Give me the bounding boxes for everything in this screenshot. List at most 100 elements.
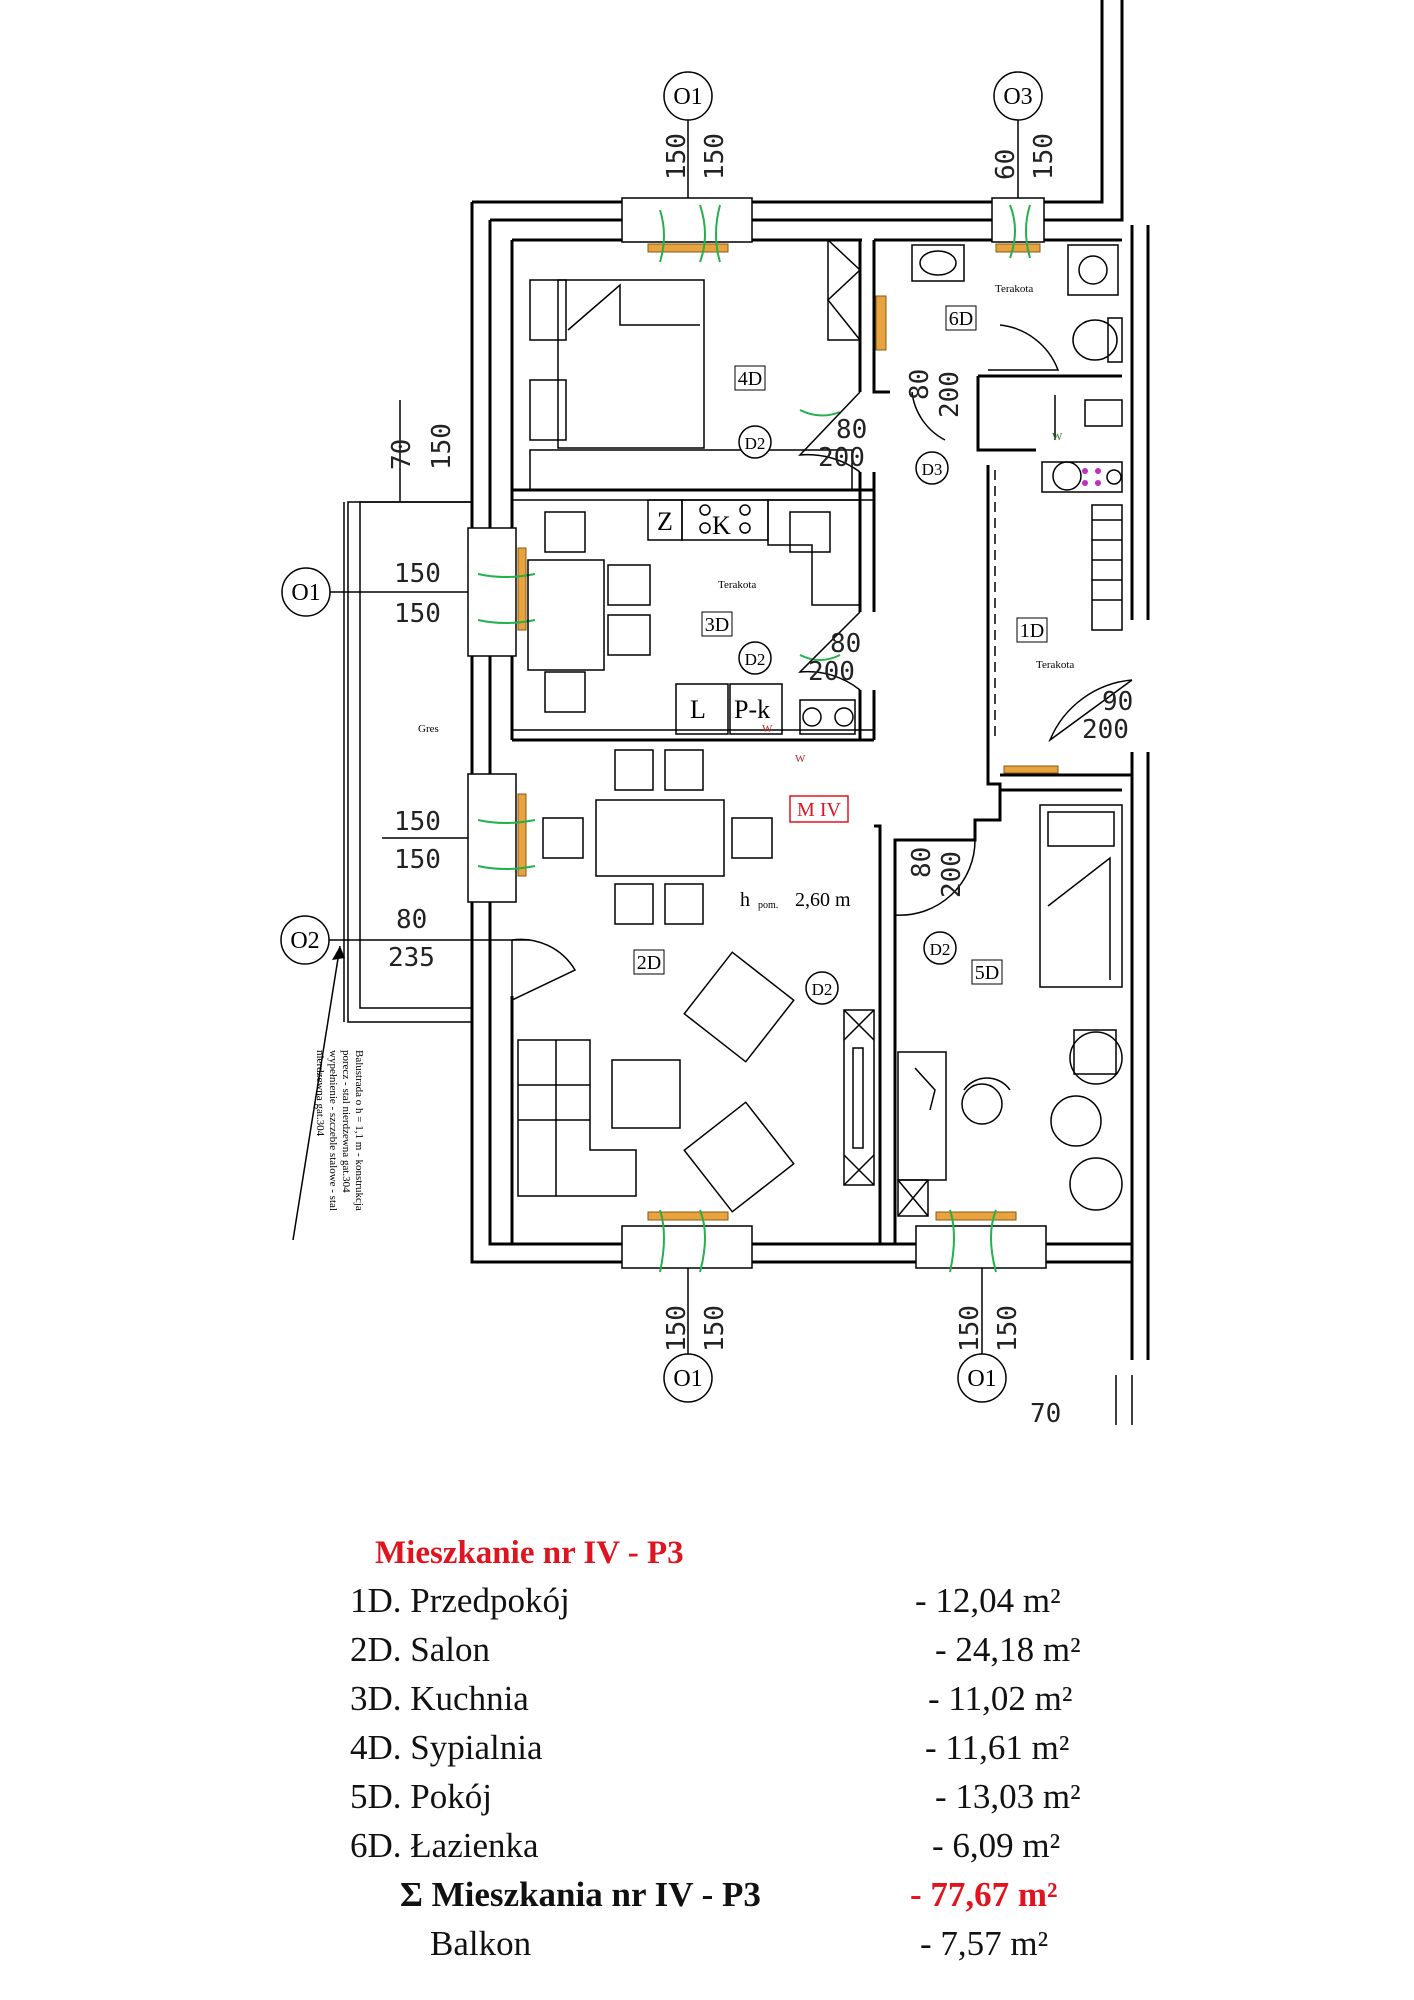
room-area: - 11,61 m² (925, 1728, 1070, 1767)
dim-d2-bedroom-a: 80 (836, 415, 867, 445)
dim-balcony-door-b: 235 (388, 943, 435, 973)
dim-left-upper-b: 150 (394, 599, 441, 629)
legend-row: 6D. Łazienka - 6,09 m² (350, 1826, 1150, 1875)
legend-title: Mieszkanie nr IV - P3 (375, 1535, 684, 1571)
window-dimension-lines (292, 108, 1019, 1354)
total-name: Σ Mieszkania nr IV - P3 (400, 1875, 761, 1914)
room-labels: 4D 6D 3D 1D 2D 5D (633, 305, 1048, 985)
legend-row: 3D. Kuchnia - 11,02 m² (350, 1679, 1150, 1728)
balustrade-line-3: wypełnienie - szczeble stalowe - stal (327, 1050, 339, 1211)
dim-left-lower-b: 150 (394, 845, 441, 875)
kitchen-furniture: Z K L P-k W W W (527, 431, 1063, 765)
height-sub: pom. (758, 900, 778, 911)
dim-bottom-left-a: 150 (662, 1305, 692, 1352)
room-area: - 24,18 m² (935, 1630, 1081, 1669)
kitchen-label-k: K (712, 511, 731, 540)
room-name: 4D. Sypialnia (350, 1728, 543, 1767)
balustrade-line-1: Balustrada o h = 1,1 m - konstrukcja (353, 1050, 365, 1211)
room-area: - 6,09 m² (932, 1826, 1061, 1865)
room-name: 5D. Pokój (350, 1777, 492, 1816)
floor-balcony: Gres (418, 723, 439, 735)
dim-entrance-a: 90 (1102, 687, 1133, 717)
mark-left-upper (281, 567, 331, 617)
kitchen-label-z: Z (657, 507, 673, 536)
balcony-name: Balkon (430, 1924, 532, 1963)
mark-top-right (993, 71, 1043, 121)
room-6d: 6D (949, 308, 973, 330)
interior-walls (510, 238, 1132, 1244)
kitchen-label-l: L (690, 695, 706, 724)
dim-d2-room-a: 80 (907, 847, 937, 878)
room-area: - 11,02 m² (928, 1679, 1073, 1718)
door-d2-room: D2 (930, 940, 951, 959)
dim-bottom-right-b: 150 (993, 1305, 1023, 1352)
door-d3-bath: D3 (922, 460, 943, 479)
legend-balcony-row: Balkon - 7,57 m² (350, 1924, 1150, 1973)
room-4d: 4D (738, 368, 762, 390)
bathroom-fixtures (911, 244, 1123, 493)
legend-total-row: Σ Mieszkania nr IV - P3 - 77,67 m² (350, 1875, 1150, 1924)
balustrade-line-4: nierdzewna gat.304 (314, 1050, 326, 1137)
window-marks: O1 O3 O1 O2 O1 O1 (280, 71, 1043, 1403)
room5-furniture (897, 804, 1123, 1217)
door-d2-bedroom: D2 (745, 434, 766, 453)
area-legend: Mieszkanie nr IV - P3 1D. Przedpokój - 1… (350, 1535, 1150, 1973)
dim-top-left-a: 150 (662, 133, 692, 180)
dim-top-right-b: 150 (1029, 133, 1059, 180)
room-name: 6D. Łazienka (350, 1826, 539, 1865)
dim-d3-a: 80 (905, 369, 935, 400)
floor-tile-hall: Terakota (1036, 659, 1074, 671)
dim-left-lower-a: 150 (394, 807, 441, 837)
dim-balcony-door-a: 80 (396, 905, 427, 935)
room-area: - 13,03 m² (935, 1777, 1081, 1816)
dim-d2-room-b: 200 (937, 851, 967, 898)
legend-row: 1D. Przedpokój - 12,04 m² (350, 1581, 1150, 1630)
mark-bottom-right (957, 1353, 1007, 1403)
room-1d: 1D (1020, 620, 1044, 642)
dim-bottom-left-b: 150 (700, 1305, 730, 1352)
door-marks: D2 D3 D2 D2 D2 (738, 425, 957, 1005)
dim-left-upper-a: 150 (394, 559, 441, 589)
dim-d3-b: 200 (935, 371, 965, 418)
door-d2-salon: D2 (812, 980, 833, 999)
door-d2-kitchen: D2 (745, 650, 766, 669)
windows (467, 197, 1059, 1269)
mark-top-left-label: O1 (673, 84, 702, 110)
floor-tile-kitchen: Terakota (718, 579, 756, 591)
room-3d: 3D (705, 614, 729, 636)
dim-entrance-b: 200 (1082, 715, 1129, 745)
w-mark-kitchen: W (762, 723, 773, 735)
kitchen-label-pk: P-k (734, 695, 770, 724)
height-value: 2,60 m (795, 889, 851, 911)
dim-d2-kitchen-b: 200 (808, 657, 855, 687)
dim-d2-kitchen-a: 80 (830, 629, 861, 659)
total-area: - 77,67 m² (910, 1875, 1058, 1914)
dimension-texts: 150 150 60 150 70 150 150 150 150 150 80… (387, 133, 1133, 1429)
floor-tile-bath: Terakota (995, 283, 1033, 295)
height-prefix: h (740, 889, 750, 911)
mark-bottom-left-label: O1 (673, 1366, 702, 1392)
mark-bottom-right-label: O1 (967, 1366, 996, 1392)
mark-bottom-left (663, 1353, 713, 1403)
dim-balcony-top-a: 70 (387, 439, 417, 470)
balcony: Gres (343, 501, 473, 1023)
mark-balcony-door-label: O2 (290, 928, 319, 954)
balustrade-note: Balustrada o h = 1,1 m - konstrukcja por… (314, 1050, 365, 1211)
dim-top-right-a: 60 (991, 149, 1021, 180)
bedroom-furniture (529, 239, 862, 491)
dim-balcony-top-b: 150 (427, 423, 457, 470)
mark-top-right-label: O3 (1003, 84, 1032, 110)
hall-wardrobe (994, 470, 1123, 740)
room-name: 2D. Salon (350, 1630, 490, 1669)
w-mark-bath: W (1052, 431, 1063, 443)
apartment-tag: M IV (797, 799, 841, 821)
legend-row: 2D. Salon - 24,18 m² (350, 1630, 1150, 1679)
doors (511, 324, 1133, 1002)
dim-d2-bedroom-b: 200 (818, 443, 865, 473)
legend-row: 4D. Sypialnia - 11,61 m² (350, 1728, 1150, 1777)
room-2d: 2D (637, 952, 661, 974)
mark-top-left (663, 71, 713, 121)
annotations: Terakota Terakota Terakota M IV h pom. 2… (718, 283, 1074, 911)
legend-row: 5D. Pokój - 13,03 m² (350, 1777, 1150, 1826)
floor-plan: Gres (280, 0, 1150, 1429)
